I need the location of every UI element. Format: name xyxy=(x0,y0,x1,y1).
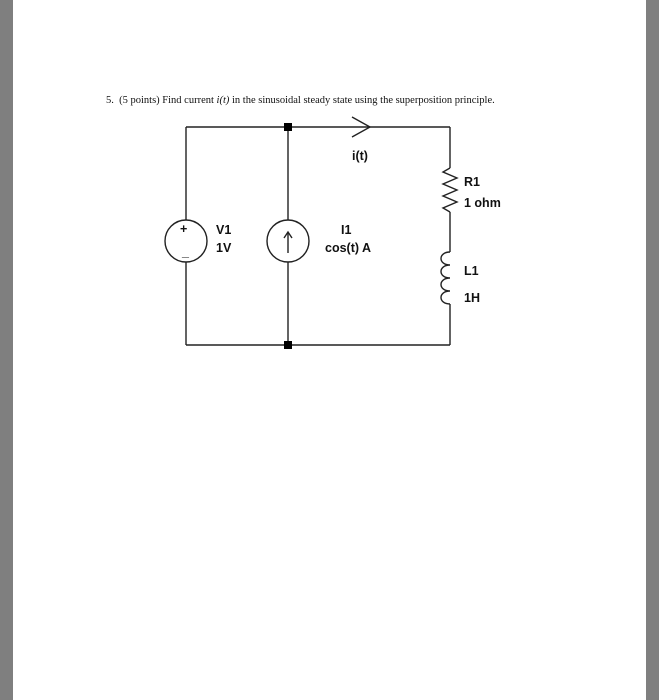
v1-value-label: 1V xyxy=(216,241,232,255)
top-node-dot xyxy=(284,123,292,131)
current-label: i(t) xyxy=(352,149,368,163)
voltage-source-circle xyxy=(164,219,208,263)
i1-name-label: I1 xyxy=(341,223,351,237)
v1-name-label: V1 xyxy=(216,223,231,237)
current-direction-arrow xyxy=(351,116,372,138)
question-points: (5 points) xyxy=(119,95,160,106)
question-number: 5. xyxy=(106,95,114,106)
current-source-circle xyxy=(266,219,310,263)
l1-value-label: 1H xyxy=(464,291,480,305)
document-page xyxy=(13,0,646,700)
inductor-coil xyxy=(440,251,451,305)
r1-value-label: 1 ohm xyxy=(464,196,501,210)
r1-name-label: R1 xyxy=(464,175,480,189)
question-text: 5. (5 points) Find current i(t) in the s… xyxy=(106,95,495,106)
question-text-after: in the sinusoidal steady state using the… xyxy=(232,95,495,106)
v1-plus-sign: + xyxy=(180,222,187,236)
resistor-zigzag xyxy=(441,167,459,213)
question-variable: i(t) xyxy=(216,95,230,106)
question-text-before: Find current xyxy=(162,95,214,106)
current-source-arrow-head xyxy=(283,230,293,239)
v1-minus-sign: _ xyxy=(181,245,190,259)
bottom-node-dot xyxy=(284,341,292,349)
i1-value-label: cos(t) A xyxy=(325,241,371,255)
l1-name-label: L1 xyxy=(464,264,479,278)
